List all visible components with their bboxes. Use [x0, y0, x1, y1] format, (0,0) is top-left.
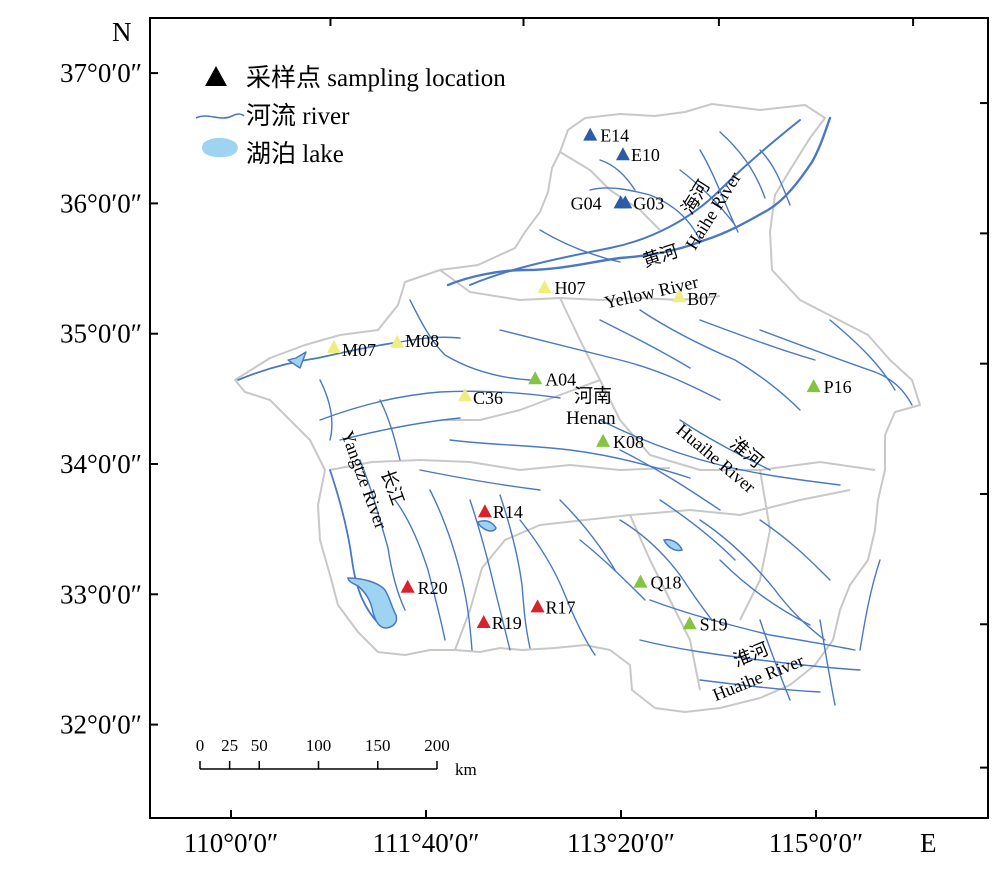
lat-label: 37°0′0″	[60, 58, 142, 88]
site-M07: M07	[326, 340, 376, 360]
map-frame	[149, 17, 989, 819]
legend-item-river: 河流 river	[195, 102, 350, 130]
lon-label: 110°0′0″	[184, 828, 278, 858]
lon-label: 115°0′0″	[769, 828, 863, 858]
site-label: E14	[600, 126, 629, 146]
lat-label: 36°0′0″	[60, 188, 142, 218]
lat-label: 32°0′0″	[60, 710, 142, 740]
site-marker	[806, 379, 821, 393]
axis-labels: N E 37°0′0″ 36°0′0″ 35°0′0″ 34°0′0″ 33°0′0″ 3…	[60, 17, 936, 858]
site-label: S19	[700, 614, 728, 634]
site-R19: R19	[476, 613, 522, 633]
site-R17: R17	[530, 597, 576, 617]
site-marker	[615, 147, 630, 161]
axis-ticks	[150, 18, 988, 818]
scale-bar: 0 25 50 100 150 200 km	[196, 736, 477, 779]
scale-tick-label: 50	[251, 736, 268, 755]
site-E14: E14	[583, 126, 629, 146]
lat-label: 34°0′0″	[60, 449, 142, 479]
site-label: R20	[418, 578, 448, 598]
site-label: K08	[613, 432, 644, 452]
site-label: P16	[824, 377, 852, 397]
site-H07: H07	[537, 278, 586, 298]
site-S19: S19	[682, 614, 728, 634]
site-label: A04	[545, 369, 576, 389]
site-label: M07	[342, 340, 376, 360]
site-K08: K08	[596, 432, 644, 452]
legend-label-sampling: 采样点 sampling location	[246, 64, 506, 92]
site-R14: R14	[477, 502, 523, 522]
lake-icon	[202, 137, 238, 158]
site-label: Q18	[651, 573, 682, 593]
site-label: C36	[473, 388, 503, 408]
site-marker	[528, 371, 543, 385]
site-marker	[476, 614, 491, 628]
site-marker	[530, 599, 545, 613]
river-network	[237, 116, 913, 706]
site-Q18: Q18	[633, 573, 682, 593]
triangle-icon	[205, 66, 227, 86]
site-label: R17	[546, 597, 576, 617]
legend-label-lake: 湖泊 lake	[246, 140, 344, 168]
river-line-icon	[195, 113, 245, 119]
scale-tick-label: 100	[306, 736, 332, 755]
site-marker	[477, 504, 492, 518]
legend-label-river: 河流 river	[246, 102, 350, 130]
site-P16: P16	[806, 377, 852, 397]
site-marker	[390, 334, 405, 348]
reservoir-r14	[477, 520, 497, 532]
north-label: N	[112, 17, 132, 47]
site-marker	[682, 616, 697, 630]
region-label-cn: 河南	[574, 385, 612, 407]
danjiangkou-reservoir	[347, 577, 398, 629]
lon-label: 111°40′0″	[373, 828, 480, 858]
site-marker	[458, 388, 472, 402]
site-marker	[400, 579, 415, 593]
site-marker	[326, 340, 341, 354]
scale-tick-label: 0	[196, 736, 205, 755]
region-label: 河南 Henan	[566, 385, 616, 429]
site-M08: M08	[390, 331, 439, 351]
site-label: R14	[493, 502, 523, 522]
site-marker	[583, 127, 598, 141]
site-E10: E10	[615, 145, 660, 165]
east-label: E	[920, 828, 937, 858]
site-marker	[596, 433, 611, 447]
site-label: B07	[687, 289, 717, 309]
site-label: G04	[571, 193, 602, 213]
province-boundary	[234, 103, 921, 713]
reservoir-east	[662, 538, 683, 552]
scale-tick-label: 150	[365, 736, 391, 755]
region-label-en: Henan	[566, 408, 616, 429]
scale-tick-label: 200	[424, 736, 450, 755]
site-marker	[618, 195, 633, 209]
scale-tick-label: 25	[221, 736, 238, 755]
site-marker	[633, 574, 648, 588]
site-label: G03	[633, 193, 664, 213]
site-label: M08	[405, 331, 439, 351]
site-label: R19	[492, 613, 522, 633]
site-label: H07	[555, 278, 586, 298]
site-marker	[672, 289, 687, 303]
site-R20: R20	[400, 578, 448, 598]
lat-label: 33°0′0″	[60, 579, 142, 609]
site-label: E10	[631, 145, 660, 165]
legend-item-sampling: 采样点 sampling location	[205, 64, 506, 92]
scale-unit: km	[455, 760, 477, 779]
legend: 采样点 sampling location 河流 river 湖泊 lake	[195, 64, 506, 168]
site-marker	[537, 280, 552, 294]
legend-item-lake: 湖泊 lake	[202, 137, 344, 168]
site-B07: B07	[672, 289, 717, 309]
site-C36: C36	[458, 388, 503, 408]
site-A04: A04	[528, 369, 576, 389]
lon-label: 113°20′0″	[567, 828, 675, 858]
lakes	[347, 520, 683, 629]
lat-label: 35°0′0″	[60, 319, 142, 349]
site-G03: G03	[618, 193, 664, 213]
